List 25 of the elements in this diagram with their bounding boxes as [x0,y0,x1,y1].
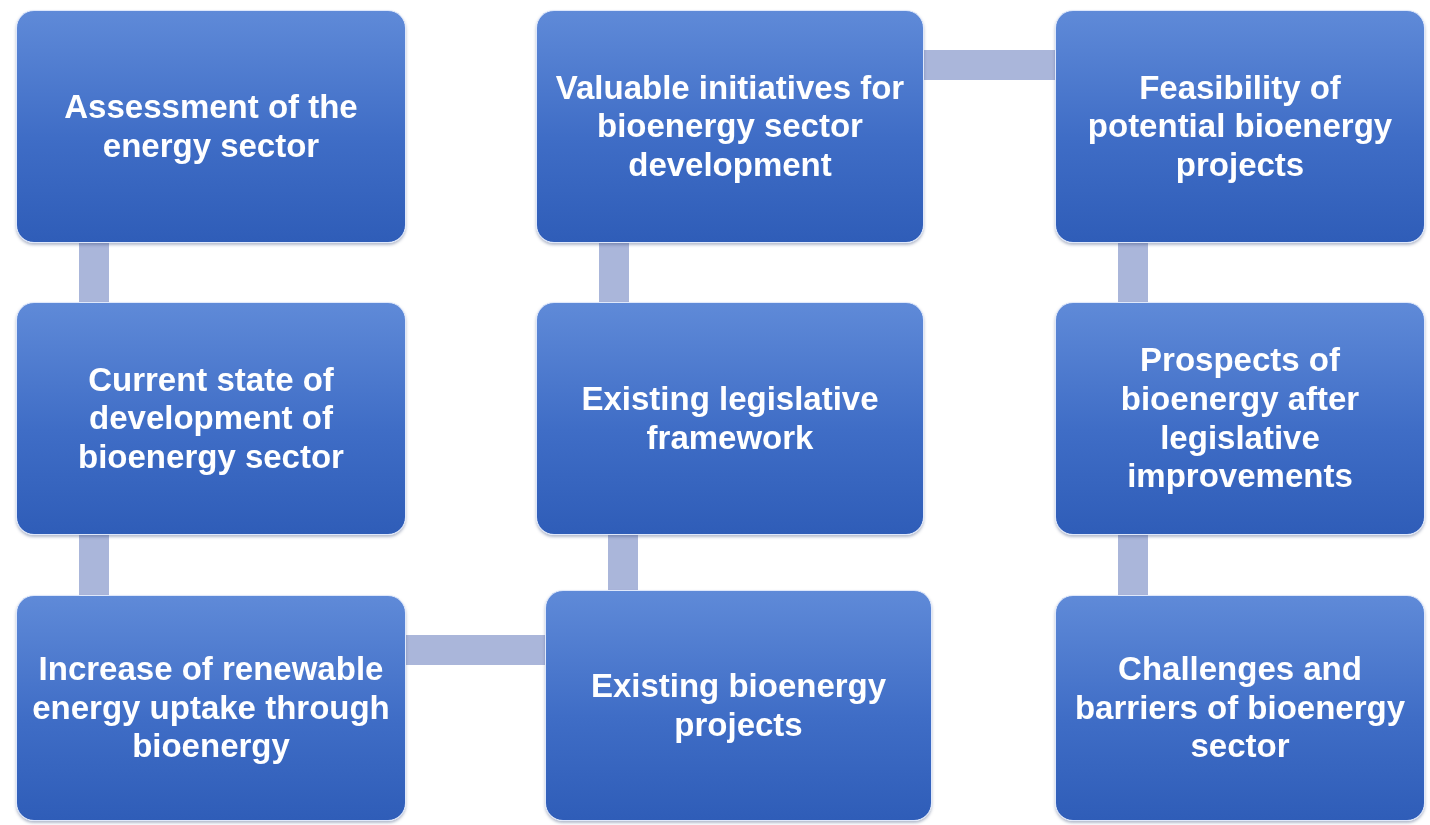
connector-bar [79,535,109,595]
box-label: Current state of development of bioenergy sector [77,360,345,477]
box-label: Increase of renewable energy uptake through bioenergy [31,650,391,766]
box-label: Prospects of bioenergy after legislative improvements [1119,341,1361,496]
process-box [1055,10,1425,243]
box-label: Valuable initiatives for bioenergy sector development [554,68,906,185]
box-label: Existing legislative framework [580,379,880,458]
box-label: Challenges and barriers of bioenergy sector [1073,650,1407,766]
box-label: Assessment of the energy sector [63,87,359,166]
connector-bar [924,50,1055,80]
connector-bar [608,535,638,590]
process-box [536,302,924,535]
process-box [1055,302,1425,535]
process-box [16,595,406,821]
connector-bar [1118,243,1148,302]
box-label: Existing bioenergy projects [589,666,888,745]
connector-bar [406,635,545,665]
connector-bar [599,243,629,302]
process-box [16,10,406,243]
process-box [536,10,924,243]
box-label: Feasibility of potential bioenergy projects [1086,68,1394,185]
connector-bar [79,243,109,302]
process-box [545,590,932,821]
process-box [1055,595,1425,821]
process-box [16,302,406,535]
